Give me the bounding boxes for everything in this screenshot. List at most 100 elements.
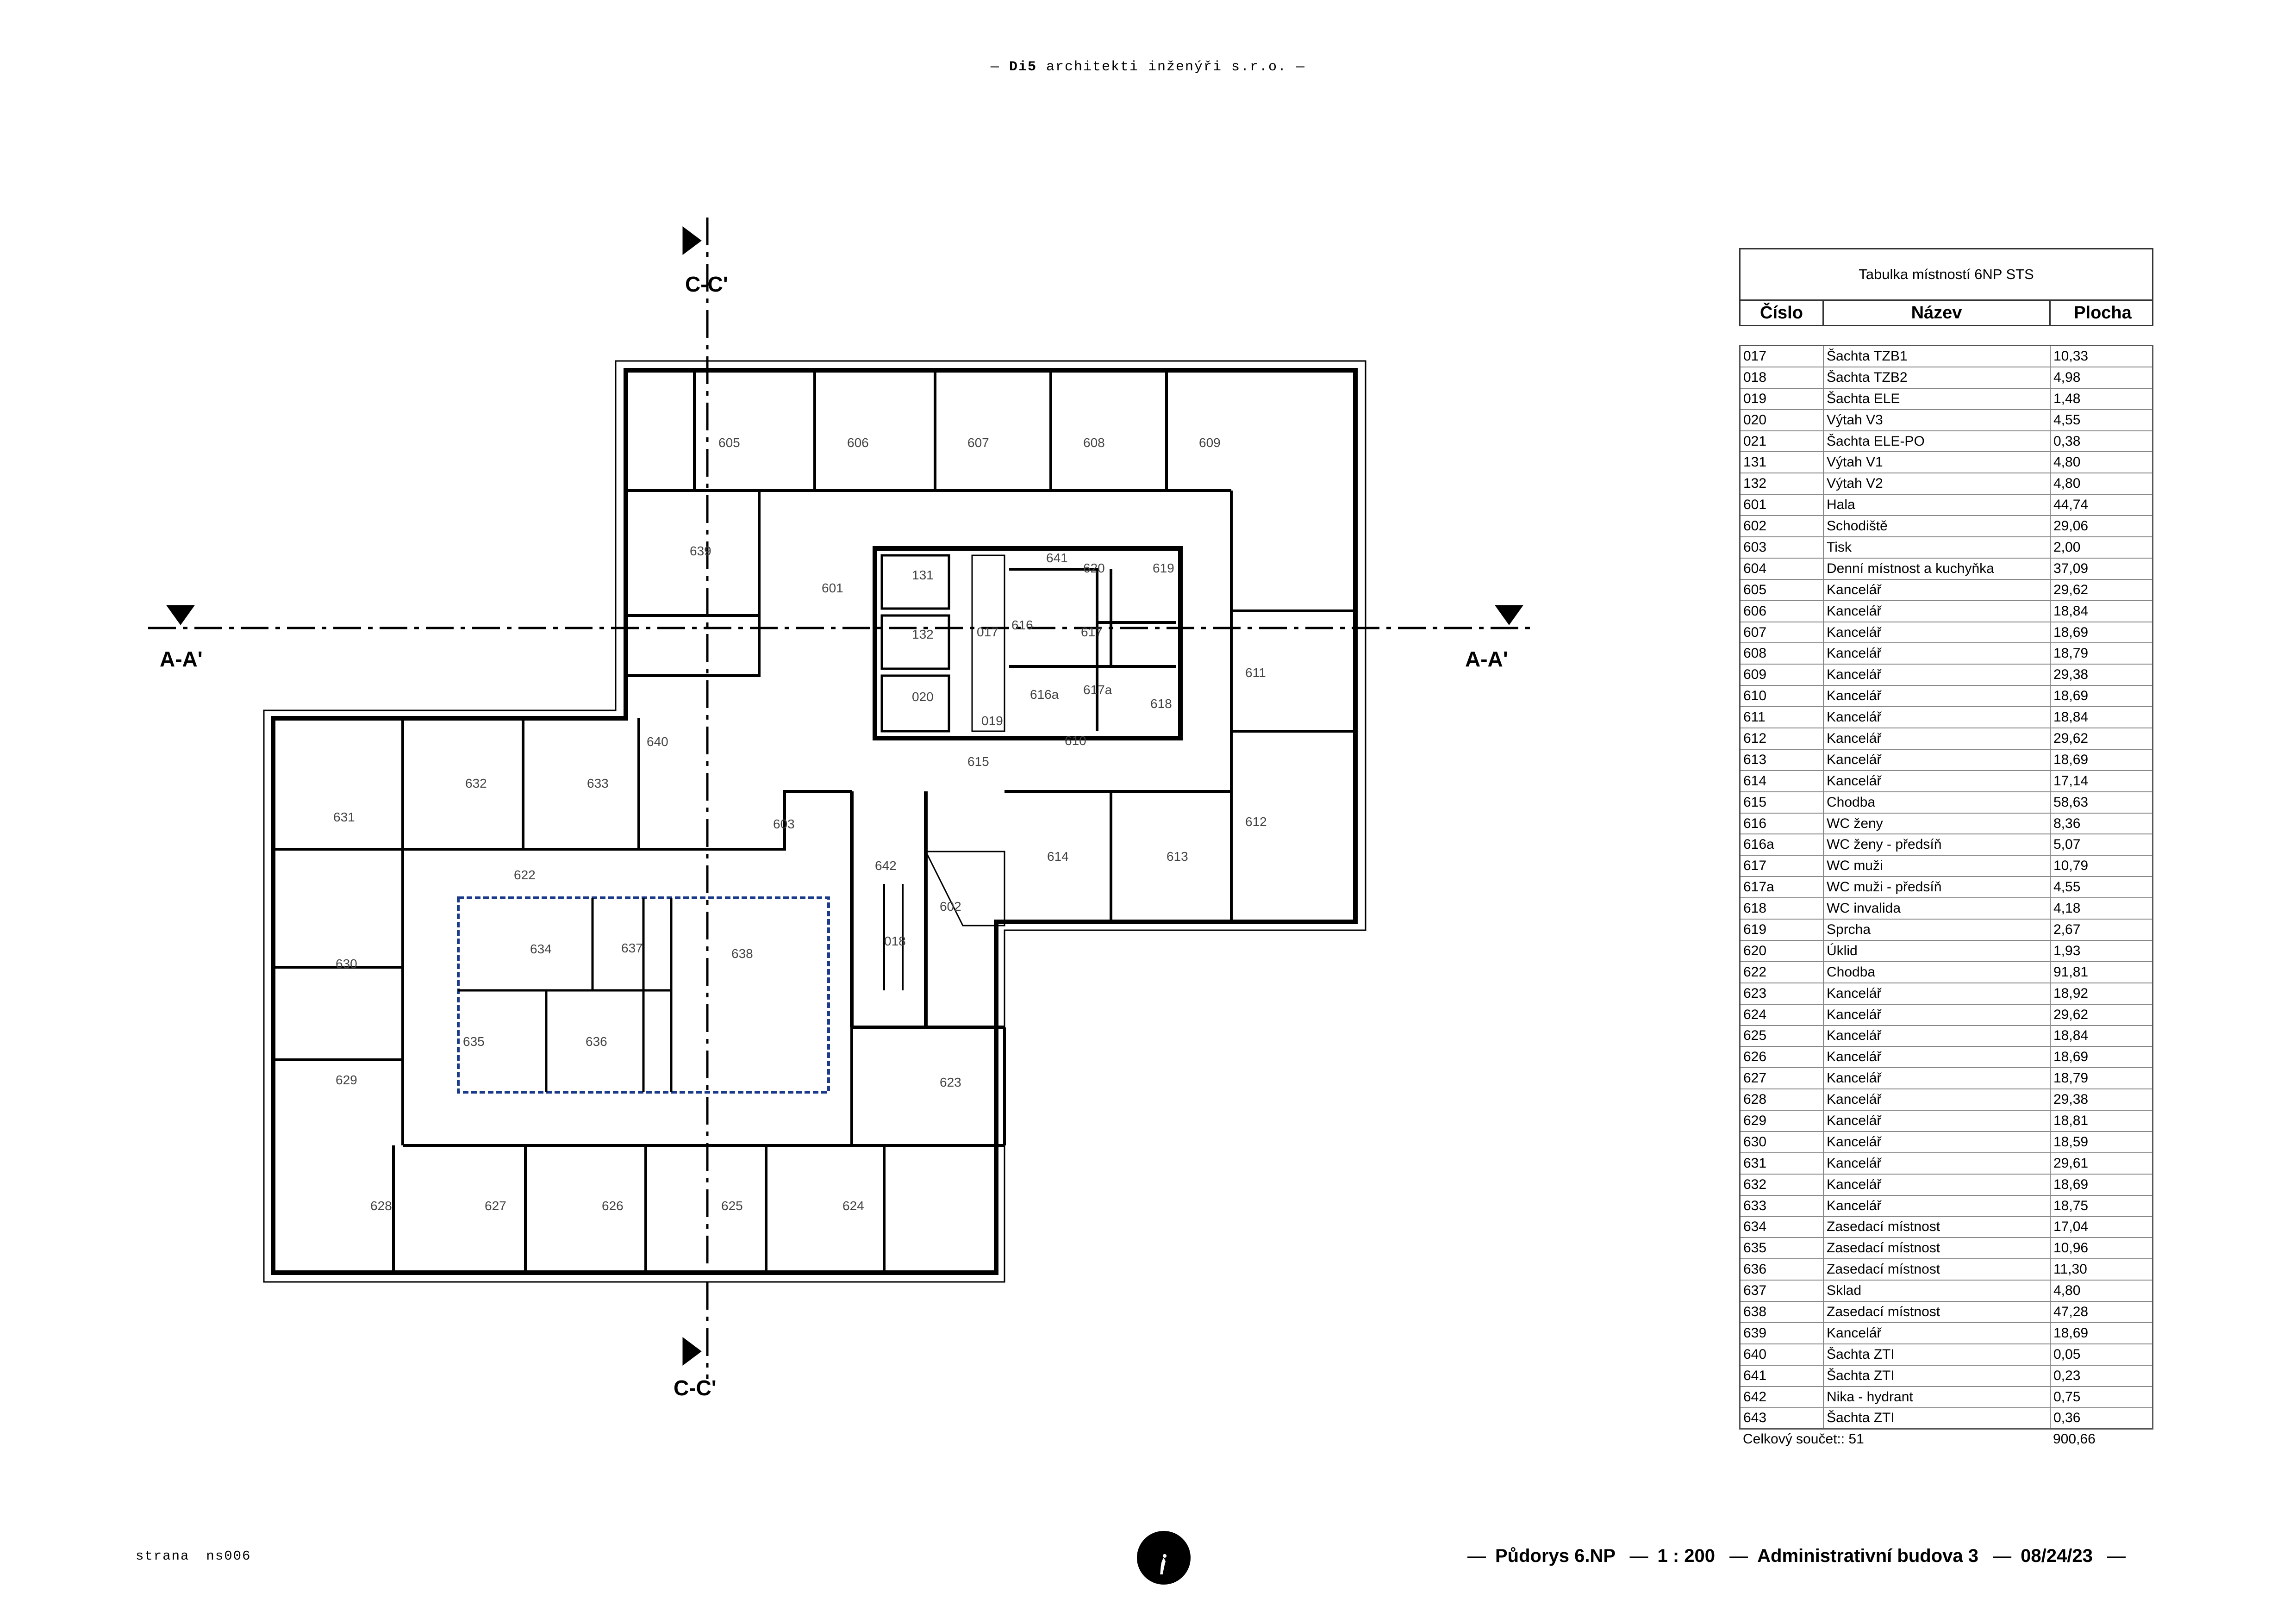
room-number: 615 [1741, 792, 1824, 813]
sheet-info: —Půdorys 6.NP —1 : 200 —Administrativní … [1467, 1546, 2126, 1566]
col-area-header: Plocha [2074, 303, 2132, 323]
room-name: Kancelář [1824, 622, 2051, 643]
room-name: Kancelář [1824, 1089, 2051, 1110]
sheet-title: Půdorys 6.NP [1495, 1546, 1616, 1566]
room-name: Kancelář [1824, 643, 2051, 664]
room-label: 610 [1065, 734, 1086, 748]
room-name: Sklad [1824, 1281, 2051, 1301]
room-label: 601 [822, 581, 843, 595]
room-area: 8,36 [2053, 815, 2081, 831]
room-name: Kancelář [1824, 579, 2051, 600]
room-number: 607 [1741, 622, 1824, 643]
total-label: Celkový součet:: 51 [1743, 1431, 1864, 1447]
room-area: 18,69 [2053, 752, 2089, 767]
room-number: 637 [1741, 1281, 1824, 1301]
room-label: 606 [847, 435, 869, 450]
room-number: 619 [1741, 920, 1824, 940]
room-label: 617 [1081, 625, 1103, 639]
room-area: 58,63 [2053, 794, 2089, 810]
header: — Di5 architekti inženýři s.r.o. — [990, 59, 1306, 75]
room-name: Kancelář [1824, 1132, 2051, 1152]
room-name: Kancelář [1824, 771, 2051, 791]
room-name: Výtah V3 [1824, 410, 2051, 430]
sheet-date: 08/24/23 [2021, 1546, 2093, 1566]
room-area: 18,84 [2053, 709, 2089, 725]
room-number: 617a [1741, 877, 1824, 898]
room-name: Šachta ZTI [1824, 1408, 2051, 1429]
room-name: Výtah V1 [1824, 452, 2051, 473]
page-label: strana [136, 1548, 190, 1564]
room-label: 616 [1011, 618, 1033, 632]
room-area: 18,81 [2053, 1113, 2089, 1128]
sheet-scale: 1 : 200 [1657, 1546, 1716, 1566]
room-number: 641 [1741, 1365, 1824, 1386]
room-number: 625 [1741, 1026, 1824, 1046]
room-number: 640 [1741, 1344, 1824, 1365]
room-area: 29,61 [2053, 1155, 2089, 1171]
room-name: Zasedací místnost [1824, 1302, 2051, 1322]
room-number: 636 [1741, 1259, 1824, 1280]
room-label: 616a [1030, 687, 1059, 702]
room-number: 603 [1741, 537, 1824, 558]
room-number: 616a [1741, 834, 1824, 855]
room-label: 609 [1199, 435, 1221, 450]
room-name: Kancelář [1824, 1047, 2051, 1068]
room-area: 1,48 [2053, 391, 2081, 406]
room-area: 29,62 [2053, 730, 2089, 746]
studio-logo [1137, 1531, 1191, 1585]
room-area: 11,30 [2053, 1262, 2087, 1277]
room-area: 0,75 [2053, 1389, 2081, 1405]
room-name: Kancelář [1824, 601, 2051, 622]
figure-icon [1160, 1554, 1167, 1574]
room-area: 18,92 [2053, 985, 2089, 1001]
room-area: 5,07 [2053, 837, 2081, 852]
room-label: 626 [602, 1199, 624, 1213]
room-label: 634 [530, 942, 552, 956]
room-name: Kancelář [1824, 707, 2051, 728]
room-name: WC ženy [1824, 813, 2051, 834]
room-name: Kancelář [1824, 1004, 2051, 1025]
room-number: 634 [1741, 1217, 1824, 1237]
room-label: 628 [370, 1199, 392, 1213]
room-table: Tabulka místností 6NP STS Číslo Název Pl… [1739, 248, 2153, 1447]
room-number: 604 [1741, 558, 1824, 579]
room-label: 624 [842, 1199, 864, 1213]
room-number: 617 [1741, 856, 1824, 877]
room-name: Tisk [1824, 537, 2051, 558]
room-label: 019 [981, 714, 1003, 728]
room-label: 627 [485, 1199, 506, 1213]
room-area: 1,93 [2053, 943, 2081, 958]
room-area: 18,69 [2053, 1176, 2089, 1192]
room-number: 632 [1741, 1174, 1824, 1195]
room-label: 018 [884, 934, 906, 948]
room-name: Chodba [1824, 792, 2051, 813]
room-label: 131 [912, 568, 934, 582]
room-number: 614 [1741, 771, 1824, 791]
room-name: Kancelář [1824, 1323, 2051, 1343]
room-area: 0,38 [2053, 433, 2081, 449]
room-name: Šachta TZB1 [1824, 346, 2051, 367]
room-label: 020 [912, 690, 934, 704]
room-label: 632 [465, 776, 487, 790]
room-label: 637 [621, 941, 643, 955]
